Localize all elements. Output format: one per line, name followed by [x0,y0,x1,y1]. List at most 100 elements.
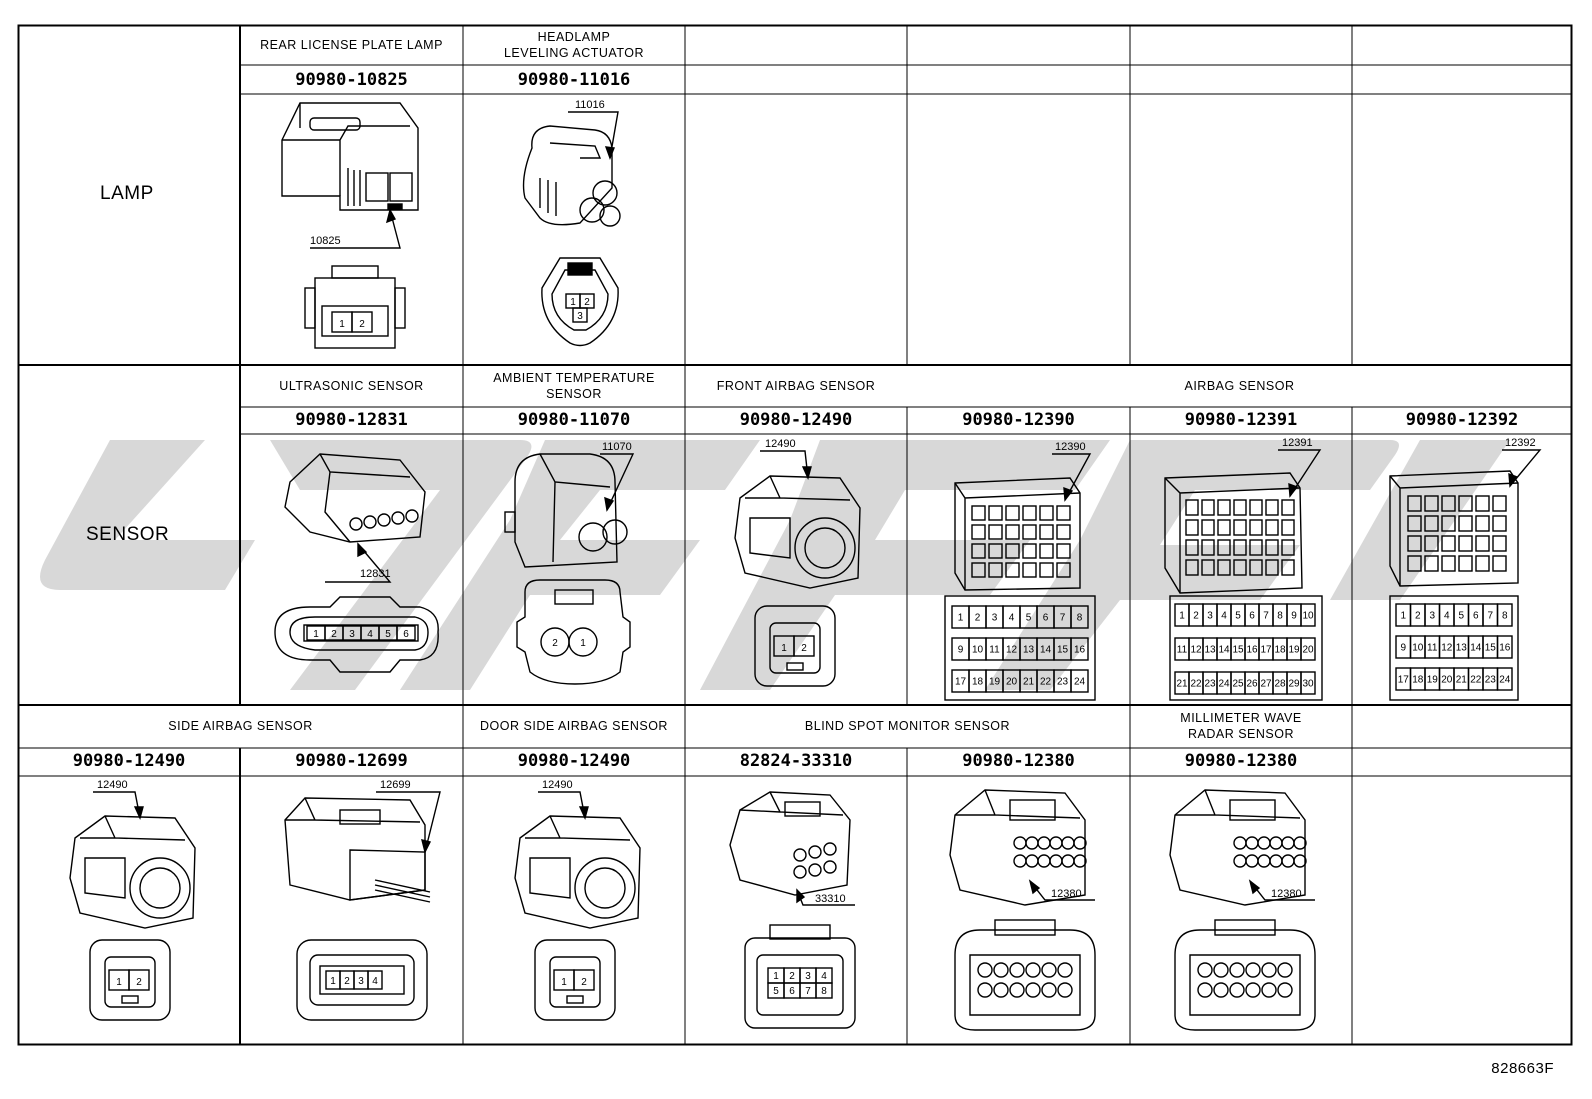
cavity [1039,524,1054,540]
cavity [1265,559,1279,576]
pin-label: 18 [1412,675,1424,686]
cavity [1424,535,1439,552]
caption-airbag-sensor: AIRBAG SENSOR [1184,379,1295,393]
cavity [1233,499,1247,516]
callout-label: 12699 [380,779,411,791]
pin-cavity [1057,982,1073,998]
pin-cavity [1233,854,1247,868]
pin-cell [396,625,416,641]
cavity [1492,535,1507,552]
cavity [1217,539,1231,556]
pin-label: 2 [136,977,142,988]
pin-label: 22 [1040,677,1052,688]
pin-label: 23 [1485,675,1497,686]
cavity [1475,515,1490,532]
part-number: 90980-11070 [517,410,631,430]
pin-label: 15 [1232,645,1244,656]
pin-cavity [1061,854,1075,868]
pin-cavity [1041,982,1057,998]
pin-label: 21 [1456,675,1468,686]
pin-label: 1 [116,977,122,988]
pin-label: 10 [1412,643,1424,654]
pin-cell [1496,603,1513,627]
cavity [1475,535,1490,552]
pin-label: 11 [1177,645,1188,656]
part-number: 90980-12380 [1184,751,1298,771]
cavity [1458,515,1473,532]
cavity [1458,535,1473,552]
pin-label: 3 [349,629,355,640]
figure-id: 828663F [1491,1060,1554,1077]
cavity [1441,535,1456,552]
pin-label: 1 [330,976,336,987]
pin-cavity [1245,836,1259,850]
callout-label: 10825 [310,235,341,247]
cavity [1056,505,1071,521]
cavity [1424,555,1439,572]
pin-label: 1 [958,613,964,624]
cavity [1407,495,1422,512]
pin-cavity [1025,962,1041,978]
pin-label: 4 [1444,611,1450,622]
pin-label: 8 [1077,613,1083,624]
pin-label: 18 [972,677,984,688]
pin-label: 16 [1074,645,1086,656]
cavity [1249,499,1263,516]
pin-label: 9 [1291,611,1297,622]
connector-drawing-12490-side: 12490 1 2 [65,779,205,1042]
cavity [1056,543,1071,559]
pin-cavity [1277,982,1293,998]
pin-label: 22 [1190,679,1202,690]
pin-cavity [1257,836,1271,850]
pin-label: 7 [1263,611,1269,622]
caption-ultrasonic-sensor: ULTRASONIC SENSOR [279,379,424,393]
pin-cavity [1293,854,1307,868]
cavity [1249,539,1263,556]
cavity [1022,562,1037,578]
pin-label: 19 [1427,675,1439,686]
pin-label: 13 [1456,643,1468,654]
cavity [1407,535,1422,552]
pin-label: 4 [1221,611,1227,622]
pin-label: 20 [1441,675,1453,686]
pin-label: 5 [1235,611,1241,622]
cavity [1185,519,1199,536]
pin-label: 2 [801,643,807,654]
pin-label: 2 [789,971,795,982]
pin-label: 14 [1470,643,1482,654]
cavity [1039,505,1054,521]
pin-label: 8 [1277,611,1283,622]
pin-label: 28 [1274,679,1286,690]
cavity [988,505,1003,521]
cavity [1249,559,1263,576]
cavity [988,524,1003,540]
cavity [971,505,986,521]
pin-label: 4 [367,629,373,640]
cavity [1005,562,1020,578]
pin-label: 3 [992,613,998,624]
pin-cavity [1213,962,1229,978]
cavity [1022,524,1037,540]
pin-cell [1496,635,1513,659]
pin-cavity [1037,836,1051,850]
pin-label: 6 [1473,611,1479,622]
cavity [988,562,1003,578]
cavity [1022,505,1037,521]
pin-label: 11 [1427,643,1438,654]
pin-cavity [1009,982,1025,998]
pin-label: 25 [1232,679,1244,690]
cavity [1281,539,1295,556]
pin-label: 17 [955,677,967,688]
callout-label: 12831 [360,568,391,580]
pin-label: 6 [789,986,795,997]
connector-drawing-12699: 12699 1 2 3 4 [280,779,450,1042]
pin-label: 12 [1441,643,1453,654]
cavity [1475,555,1490,572]
cavity [971,524,986,540]
part-number: 90980-10825 [295,70,408,90]
pin-label: 12 [1190,645,1202,656]
caption-side-airbag-sensor: SIDE AIRBAG SENSOR [168,719,313,733]
cavity [1492,555,1507,572]
part-number: 90980-12490 [72,751,186,771]
cavity [1407,555,1422,572]
